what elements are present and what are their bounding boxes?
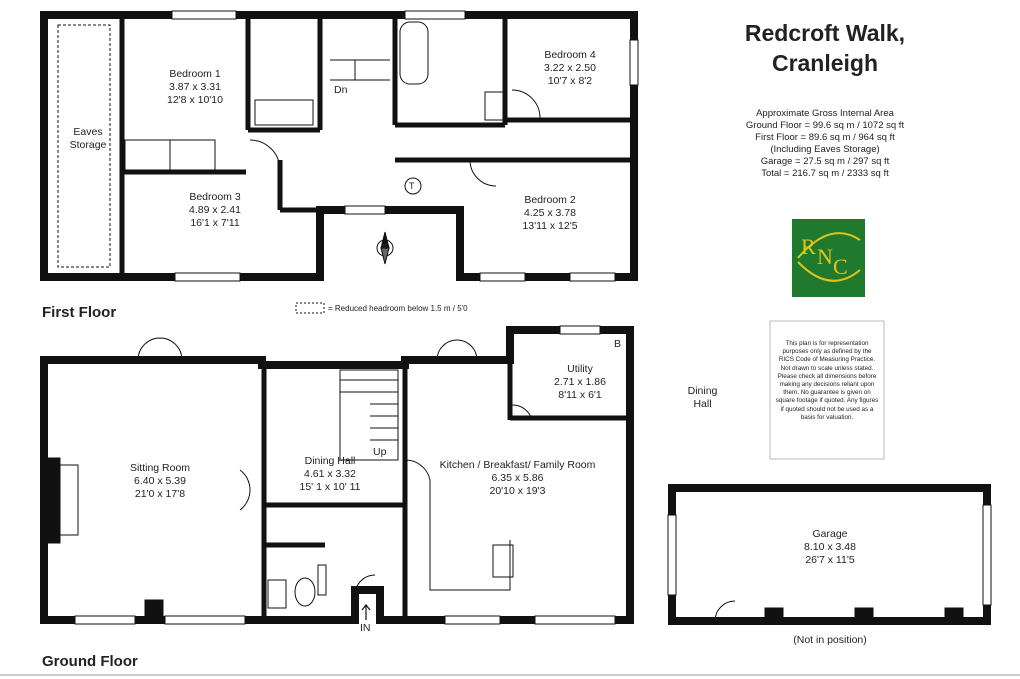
rnc-logo bbox=[792, 219, 865, 297]
room-metric: 4.25 x 3.78 bbox=[524, 207, 576, 219]
boiler-label: B bbox=[614, 338, 622, 350]
ground-floor-label: Ground Floor bbox=[42, 653, 138, 670]
room-metric: 4.89 x 2.41 bbox=[189, 204, 241, 216]
room-metric: 2.71 x 1.86 bbox=[554, 376, 606, 388]
first-floor-label: First Floor bbox=[42, 304, 117, 321]
room-metric: 6.40 x 5.39 bbox=[134, 475, 186, 487]
room-name: Bedroom 4 bbox=[544, 49, 596, 61]
room-metric: 3.87 x 3.31 bbox=[169, 81, 221, 93]
room-imperial: 26'7 x 11'5 bbox=[805, 554, 855, 566]
room-eaves-storage: Eaves Storage bbox=[58, 126, 118, 152]
room-sitting-room: Sitting Room 6.40 x 5.39 21'0 x 17'8 bbox=[105, 462, 215, 501]
side-label-line2: Hall bbox=[693, 398, 712, 410]
logo-letter-r: R bbox=[801, 234, 816, 259]
property-title-line1: Redcroft Walk, bbox=[744, 20, 906, 46]
room-name: Dining Hall bbox=[304, 455, 356, 467]
garage-thin-lines bbox=[667, 504, 992, 622]
room-bedroom-4: Bedroom 4 3.22 x 2.50 10'7 x 8'2 bbox=[520, 49, 620, 88]
cupboard-t-label: T bbox=[409, 181, 415, 191]
room-imperial: 15' 1 x 10' 11 bbox=[299, 481, 361, 493]
compass-n-label: N bbox=[381, 242, 387, 251]
room-metric: 8.10 x 3.48 bbox=[804, 541, 856, 553]
room-kitchen: Kitchen / Breakfast/ Family Room 6.35 x … bbox=[430, 459, 605, 498]
area-total: Total = 216.7 sq m / 2333 sq ft bbox=[761, 168, 889, 179]
room-imperial: 21'0 x 17'8 bbox=[134, 488, 186, 500]
room-metric: 3.22 x 2.50 bbox=[544, 62, 596, 74]
room-bedroom-3: Bedroom 3 4.89 x 2.41 16'1 x 7'11 bbox=[160, 191, 270, 230]
room-name: Bedroom 1 bbox=[169, 68, 221, 80]
room-metric: 6.35 x 5.86 bbox=[491, 472, 544, 484]
first-floor-internal-walls bbox=[119, 15, 634, 277]
stairs-up-label: Up bbox=[373, 446, 387, 458]
room-imperial: 12'8 x 10'10 bbox=[167, 94, 223, 106]
room-name: Garage bbox=[812, 528, 848, 540]
logo-letters: R N C bbox=[795, 228, 862, 288]
room-imperial: 13'11 x 12'5 bbox=[522, 220, 578, 232]
area-first: First Floor = 89.6 sq m / 964 sq ft bbox=[755, 132, 895, 143]
disclaimer-text: This plan is for representation purposes… bbox=[775, 340, 879, 421]
area-ground: Ground Floor = 99.6 sq m / 1072 sq ft bbox=[745, 120, 905, 131]
legend-text: = Reduced headroom below 1.5 m / 5'0 bbox=[328, 304, 468, 313]
room-name: Eaves bbox=[73, 126, 103, 138]
side-dining-hall-label: Dining Hall bbox=[680, 385, 725, 411]
room-name: Sitting Room bbox=[129, 462, 191, 474]
first-floor-thin-lines bbox=[57, 10, 639, 282]
logo-letter-n: N bbox=[817, 244, 833, 269]
room-name-line2: Storage bbox=[69, 139, 107, 151]
ground-floor-internal-walls bbox=[261, 360, 630, 620]
room-garage: Garage 8.10 x 3.48 26'7 x 11'5 bbox=[775, 528, 885, 567]
room-bedroom-2: Bedroom 2 4.25 x 3.78 13'11 x 12'5 bbox=[495, 194, 605, 233]
room-utility: Utility 2.71 x 1.86 8'11 x 6'1 bbox=[540, 363, 620, 402]
room-name: Bedroom 3 bbox=[189, 191, 241, 203]
first-floor-walls bbox=[40, 11, 638, 281]
room-dining-hall: Dining Hall 4.61 x 3.32 15' 1 x 10' 11 bbox=[275, 455, 385, 494]
side-label-line1: Dining bbox=[687, 385, 718, 397]
room-name: Utility bbox=[567, 363, 593, 375]
room-imperial: 8'11 x 6'1 bbox=[558, 389, 602, 401]
room-name: Bedroom 2 bbox=[524, 194, 576, 206]
area-garage: Garage = 27.5 sq m / 297 sq ft bbox=[760, 156, 890, 167]
room-imperial: 10'7 x 8'2 bbox=[547, 75, 593, 87]
property-title: Redcroft Walk, Cranleigh bbox=[730, 18, 920, 78]
garage-note: (Not in position) bbox=[793, 634, 867, 646]
room-imperial: 20'10 x 19'3 bbox=[489, 485, 546, 497]
ground-floor-thin-lines bbox=[43, 325, 616, 625]
legend-swatch bbox=[295, 302, 325, 314]
stairs-down-label: Dn bbox=[334, 84, 348, 96]
entrance-label: IN bbox=[360, 622, 371, 634]
ground-floor-walls bbox=[40, 326, 634, 624]
room-bedroom-1: Bedroom 1 3.87 x 3.31 12'8 x 10'10 bbox=[140, 68, 250, 107]
room-metric: 4.61 x 3.32 bbox=[304, 468, 356, 480]
area-summary: Approximate Gross Internal Area Ground F… bbox=[725, 108, 925, 180]
logo-letter-c: C bbox=[833, 254, 848, 279]
area-heading: Approximate Gross Internal Area bbox=[756, 108, 894, 119]
area-eaves: (Including Eaves Storage) bbox=[770, 144, 880, 155]
room-name: Kitchen / Breakfast/ Family Room bbox=[439, 459, 596, 471]
property-title-line2: Cranleigh bbox=[771, 50, 879, 76]
entrance-arrow-icon bbox=[361, 604, 371, 620]
disclaimer-box bbox=[769, 320, 885, 460]
room-imperial: 16'1 x 7'11 bbox=[190, 217, 240, 229]
compass-icon bbox=[376, 231, 394, 265]
